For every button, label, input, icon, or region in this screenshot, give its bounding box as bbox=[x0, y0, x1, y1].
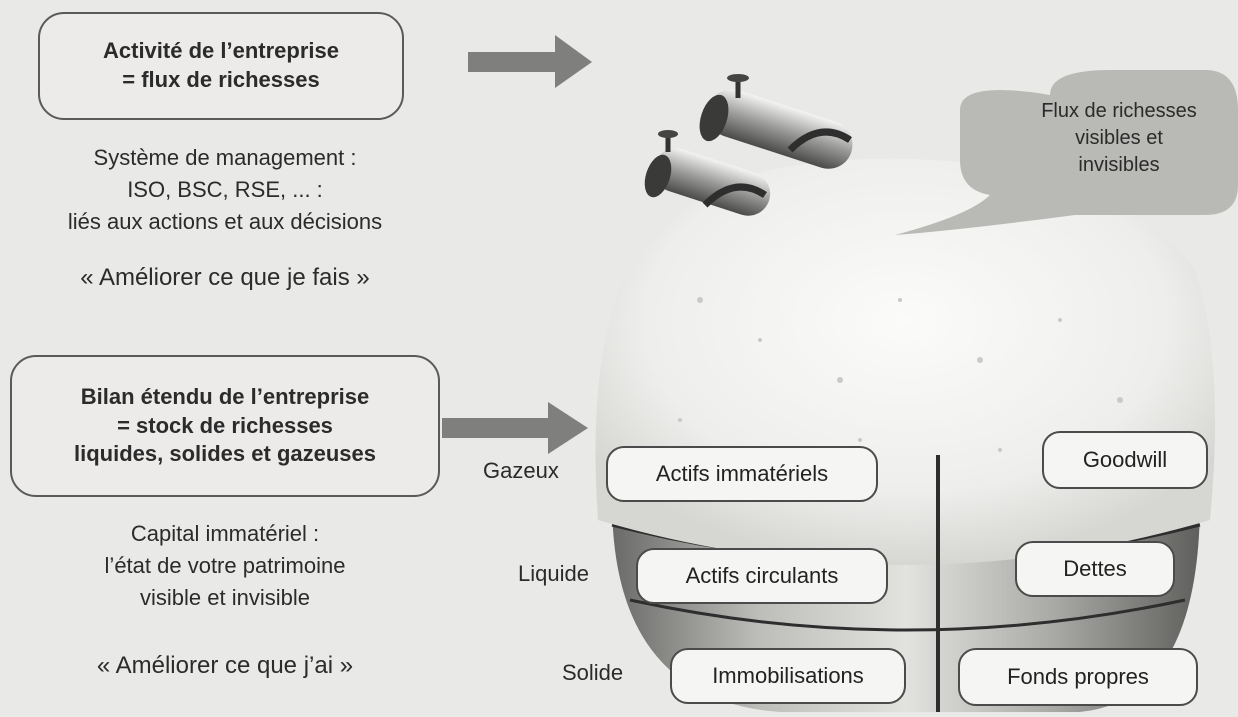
capital-line-1: Capital immatériel : bbox=[0, 518, 450, 550]
flux-box-line-2: = flux de richesses bbox=[103, 66, 339, 95]
bubble-line-1: Flux de richesses bbox=[1000, 98, 1238, 125]
bilan-box-line-2: = stock de richesses bbox=[74, 412, 376, 441]
pill-fonds-propres: Fonds propres bbox=[958, 648, 1198, 706]
state-gazeux: Gazeux bbox=[483, 458, 559, 484]
bilan-box-line-3: liquides, solides et gazeuses bbox=[74, 440, 376, 469]
management-line-1: Système de management : bbox=[0, 142, 450, 174]
quote-ameliorer-ai: « Améliorer ce que j’ai » bbox=[0, 652, 450, 680]
state-liquide: Liquide bbox=[518, 561, 589, 587]
arrow-flux bbox=[468, 35, 592, 88]
management-line-3: liés aux actions et aux décisions bbox=[0, 206, 450, 238]
capital-line-2: l’état de votre patrimoine bbox=[0, 550, 450, 582]
bubble-line-3: invisibles bbox=[1000, 152, 1238, 179]
state-solide: Solide bbox=[562, 660, 623, 686]
flux-box: Activité de l’entreprise = flux de riche… bbox=[38, 12, 404, 120]
bilan-box-line-1: Bilan étendu de l’entreprise bbox=[74, 383, 376, 412]
quote-ameliorer-fais: « Améliorer ce que je fais » bbox=[0, 264, 450, 292]
pill-actifs-circulants: Actifs circulants bbox=[636, 548, 888, 604]
flux-box-line-1: Activité de l’entreprise bbox=[103, 37, 339, 66]
foam-dome bbox=[596, 159, 1215, 565]
bubble-text: Flux de richesses visibles et invisibles bbox=[1000, 98, 1238, 179]
capital-text: Capital immatériel : l’état de votre pat… bbox=[0, 518, 450, 614]
arrow-stock bbox=[442, 402, 588, 454]
management-text: Système de management : ISO, BSC, RSE, .… bbox=[0, 142, 450, 238]
bubble-line-2: visibles et bbox=[1000, 125, 1238, 152]
pill-goodwill: Goodwill bbox=[1042, 431, 1208, 489]
capital-line-3: visible et invisible bbox=[0, 582, 450, 614]
management-line-2: ISO, BSC, RSE, ... : bbox=[0, 174, 450, 206]
bilan-box: Bilan étendu de l’entreprise = stock de … bbox=[10, 355, 440, 497]
pill-dettes: Dettes bbox=[1015, 541, 1175, 597]
pill-immobilisations: Immobilisations bbox=[670, 648, 906, 704]
pill-actifs-immateriels: Actifs immatériels bbox=[606, 446, 878, 502]
